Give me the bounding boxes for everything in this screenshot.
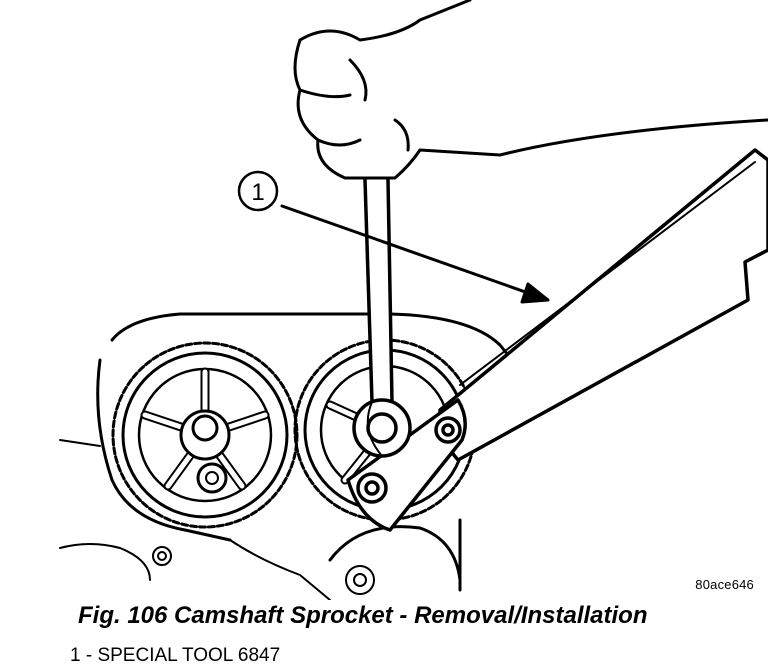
special-tool-6847 [346, 148, 768, 532]
image-id: 80ace646 [695, 577, 754, 592]
technician-hand [293, 0, 768, 180]
engine-housing [59, 312, 522, 600]
camshaft-sprocket-illustration: 1 [59, 0, 768, 600]
left-camshaft-sprocket [111, 341, 299, 529]
callout-number: 1 [251, 179, 264, 206]
callout-circle [237, 170, 279, 212]
legend-item: 1 - SPECIAL TOOL 6847 [70, 645, 281, 666]
figure-caption: Fig. 106 Camshaft Sprocket - Removal/Ins… [78, 602, 648, 629]
callout-leader-arrow [280, 204, 550, 304]
wrench [352, 178, 412, 458]
